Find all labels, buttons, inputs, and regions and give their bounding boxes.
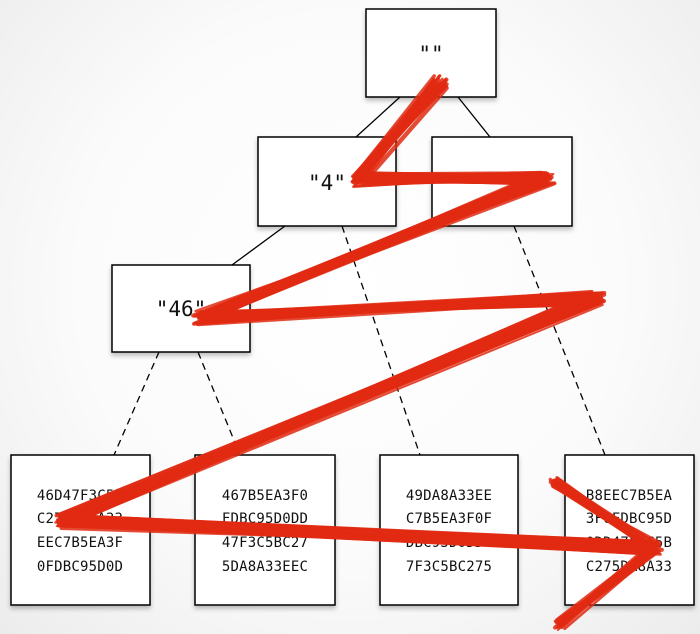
leaf-4-line-1: B8EEC7B5EA: [586, 488, 673, 504]
edge-n4-leaf-3: [341, 225, 421, 456]
leaf-3-line-2: C7B5EA3F0F: [406, 511, 492, 527]
edge-n4-n46: [231, 225, 286, 266]
edge-n46-leaf-1: [113, 351, 160, 456]
node-root-label: "": [418, 42, 443, 66]
leaf-3-line-4: 7F3C5BC275: [406, 559, 492, 575]
leaf-1-line-3: EEC7B5EA3F: [37, 535, 123, 551]
scribble-stroke: [56, 77, 651, 547]
leaf-2-line-4: 5DA8A33EEC: [222, 559, 308, 575]
edge-root-empty: [457, 96, 491, 138]
leaf-1-line-4: 0FDBC95D0D: [37, 559, 123, 575]
leaf-3-line-1: 49DA8A33EE: [406, 488, 492, 504]
scribble-stroke: [57, 77, 654, 552]
scribble-stroke: [557, 482, 655, 628]
edge-n46-leaf-2: [197, 351, 241, 456]
node-4-label: "4": [308, 171, 346, 195]
leaf-2-line-3: 47F3C5BC27: [222, 535, 308, 551]
red-scribble-overlay: [54, 74, 664, 631]
edge-root-n4: [355, 96, 401, 138]
edge-empty-leaf-4: [513, 225, 606, 456]
leaf-2-line-1: 467B5EA3F0: [222, 488, 308, 504]
scribble-stroke: [61, 78, 657, 545]
